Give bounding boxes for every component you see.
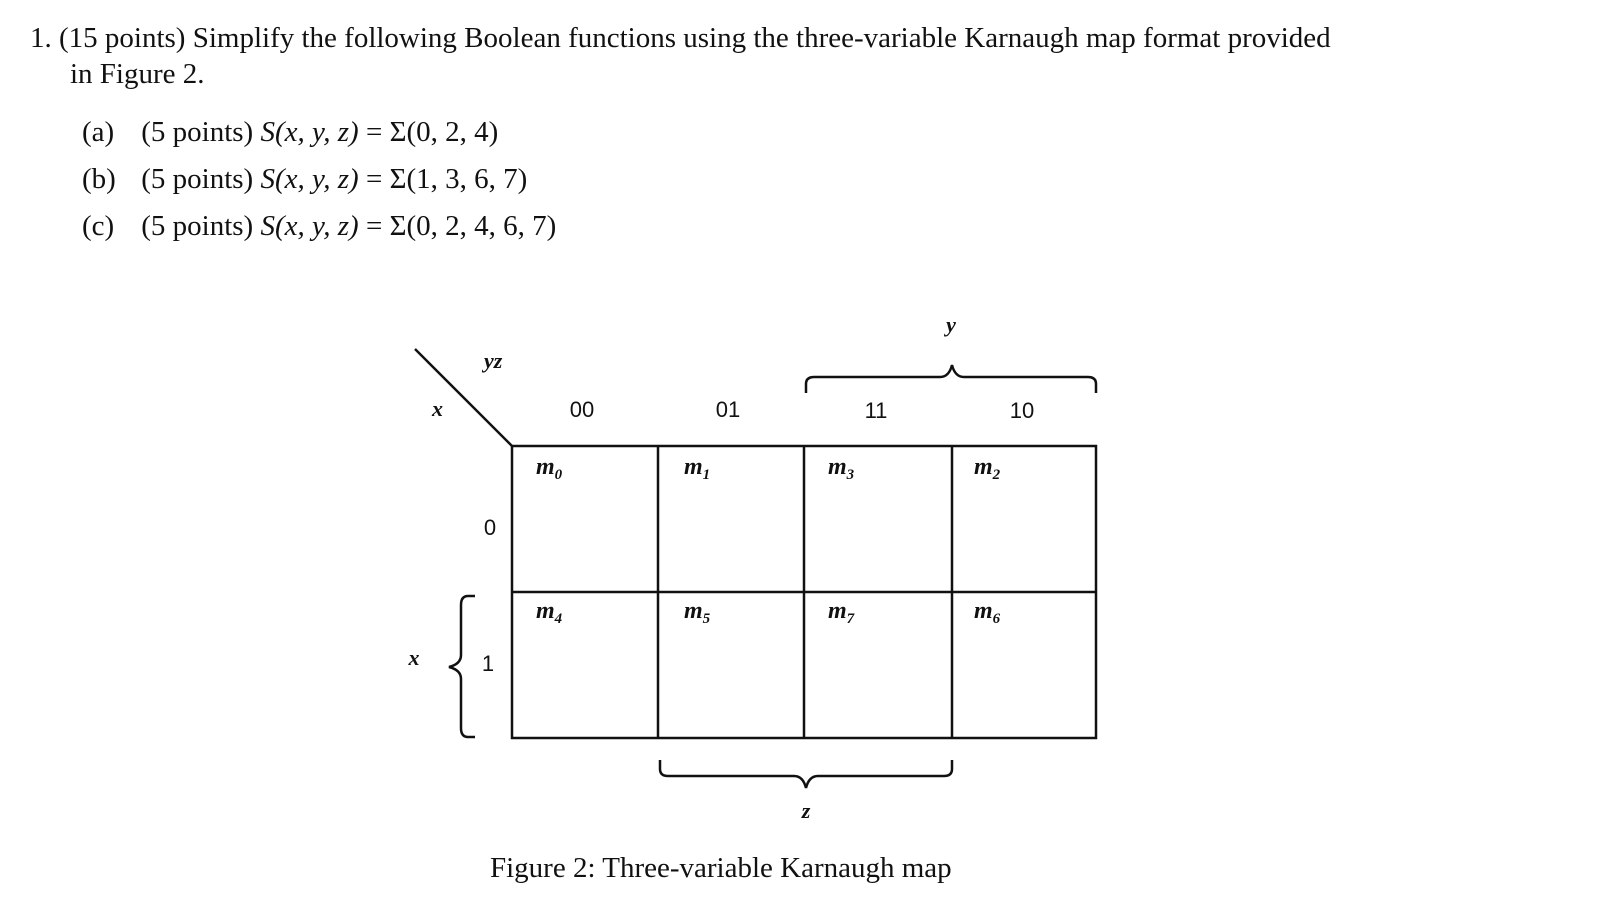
svg-text:m6: m6 <box>974 598 1001 627</box>
y-label: y <box>943 312 956 337</box>
svg-text:m2: m2 <box>974 454 1001 483</box>
x-label: x <box>408 645 420 670</box>
cell-m1: m1 <box>684 454 710 483</box>
part-function: S(x, y, z) = Σ(0, 2, 4, 6, 7) <box>260 210 557 242</box>
row-header-1: 1 <box>482 651 494 676</box>
svg-text:m1: m1 <box>684 454 710 483</box>
problem-statement: 1. (15 points) Simplify the following Bo… <box>30 20 1570 92</box>
cell-m7: m7 <box>828 598 855 627</box>
col-header-11: 11 <box>865 398 888 423</box>
problem-text-1: (15 points) Simplify the following Boole… <box>59 22 1331 54</box>
part-label: (a) <box>82 116 115 148</box>
col-header-00: 00 <box>570 397 594 422</box>
problem-line-1: 1. (15 points) Simplify the following Bo… <box>30 20 1570 56</box>
y-brace <box>804 364 1098 393</box>
part-points: (5 points) <box>141 163 254 195</box>
part-function: S(x, y, z) = Σ(0, 2, 4) <box>260 116 499 148</box>
col-header-01: 01 <box>716 397 740 422</box>
figure-caption: Figure 2: Three-variable Karnaugh map <box>490 852 952 884</box>
svg-text:m5: m5 <box>684 598 711 627</box>
part-label: (b) <box>82 163 116 195</box>
col-header-10: 10 <box>1010 398 1034 423</box>
problem-text-2: in Figure 2. <box>70 58 205 90</box>
z-label: z <box>801 798 811 823</box>
row-header-0: 0 <box>484 515 496 540</box>
cell-m4: m4 <box>536 598 563 627</box>
cell-m6: m6 <box>974 598 1001 627</box>
x-brace <box>448 594 475 739</box>
cell-m2: m2 <box>974 454 1001 483</box>
part-b: (b) (5 points) S(x, y, z) = Σ(1, 3, 6, 7… <box>82 161 556 208</box>
part-points: (5 points) <box>141 116 254 148</box>
problem-number: 1. <box>30 22 52 54</box>
svg-text:m4: m4 <box>536 598 563 627</box>
part-label: (c) <box>82 210 115 242</box>
part-a: (a) (5 points) S(x, y, z) = Σ(0, 2, 4) <box>82 114 556 161</box>
corner-col-var: yz <box>481 348 503 373</box>
svg-text:m3: m3 <box>828 454 855 483</box>
cell-m3: m3 <box>828 454 855 483</box>
part-c: (c) (5 points) S(x, y, z) = Σ(0, 2, 4, 6… <box>82 208 556 255</box>
part-points: (5 points) <box>141 210 254 242</box>
cell-m5: m5 <box>684 598 711 627</box>
corner-diagonal <box>414 348 513 447</box>
svg-text:m7: m7 <box>828 598 855 627</box>
corner-row-var: x <box>431 396 443 421</box>
cell-m0: m0 <box>536 454 563 483</box>
svg-text:m0: m0 <box>536 454 563 483</box>
part-function: S(x, y, z) = Σ(1, 3, 6, 7) <box>260 163 528 195</box>
parts-list: (a) (5 points) S(x, y, z) = Σ(0, 2, 4) (… <box>82 114 556 255</box>
z-brace <box>658 760 954 789</box>
